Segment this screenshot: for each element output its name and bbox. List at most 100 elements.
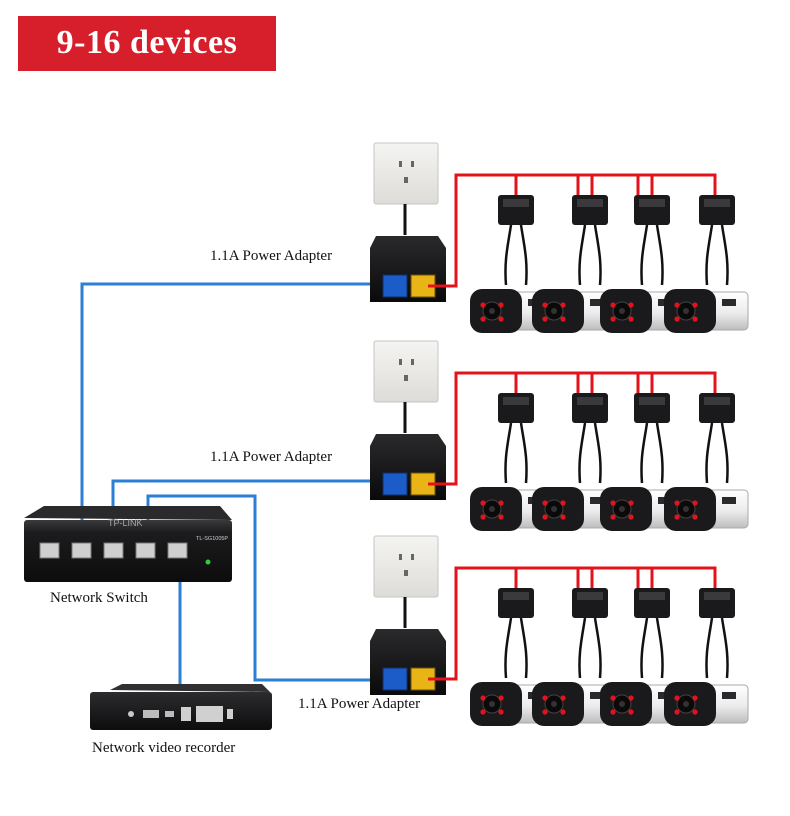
poe-splitter-2	[572, 588, 608, 679]
socket-plate	[373, 340, 439, 403]
ip-camera-4	[664, 682, 749, 726]
switch-model-text: TL-SG1005P	[196, 536, 228, 542]
poe-splitter-4	[699, 393, 735, 484]
poe-adapter	[370, 629, 446, 695]
camera-ir-led	[498, 514, 504, 520]
camera-ir-led	[560, 500, 566, 506]
camera-ir-led	[542, 316, 548, 322]
camera-ir-led	[560, 514, 566, 520]
camera-brand-badge	[722, 692, 736, 699]
power-socket	[373, 340, 439, 403]
switch-ports	[39, 542, 188, 559]
adapter-data-in-port	[382, 667, 408, 691]
poe-group-1	[370, 142, 749, 333]
camera-ir-led	[498, 709, 504, 715]
splitter-label	[503, 397, 529, 405]
camera-ir-led	[498, 316, 504, 322]
splitter-label	[503, 592, 529, 600]
camera-ir-led	[674, 302, 680, 308]
camera-ir-led	[692, 500, 698, 506]
splitter-cable	[640, 422, 649, 484]
camera-ir-led	[480, 514, 486, 520]
poe-bus-line	[428, 371, 717, 486]
splitter-cable	[504, 224, 513, 286]
camera-ir-led	[480, 316, 486, 322]
splitter-cable	[519, 422, 528, 484]
poe-bus-line	[428, 566, 717, 681]
splitter-cable	[720, 617, 729, 679]
camera-ir-led	[560, 302, 566, 308]
camera-ir-led	[692, 709, 698, 715]
camera-ir-led	[628, 316, 634, 322]
camera-lens-center	[489, 506, 495, 512]
camera-ir-led	[542, 514, 548, 520]
splitter-label	[577, 397, 603, 405]
socket-hole	[411, 359, 414, 365]
nvr-usb-port	[181, 707, 191, 721]
poe-splitter-2	[572, 195, 608, 286]
switch-power-led	[205, 559, 211, 565]
ip-camera-2	[532, 682, 617, 726]
data-cables	[80, 282, 386, 688]
splitter-cable	[720, 422, 729, 484]
nvr-audio-port	[128, 711, 134, 717]
camera-ir-led	[610, 514, 616, 520]
switch-label: Network Switch	[50, 590, 148, 606]
camera-brand-badge	[590, 497, 604, 504]
nvr-label: Network video recorder	[92, 740, 236, 756]
socket-hole	[411, 161, 414, 167]
camera-ir-led	[610, 500, 616, 506]
camera-ir-led	[480, 695, 486, 701]
network-video-recorder	[90, 684, 272, 730]
poe-splitter-2	[572, 393, 608, 484]
camera-ir-led	[480, 302, 486, 308]
splitter-cable	[578, 422, 587, 484]
poe-bus-line	[428, 173, 717, 288]
ip-camera-4	[664, 289, 749, 333]
splitter-cable	[655, 224, 664, 286]
adapter-label-3: 1.1A Power Adapter	[298, 696, 421, 712]
camera-lens-center	[683, 506, 689, 512]
poe-output-cable	[428, 371, 717, 486]
socket-hole	[404, 177, 408, 183]
nvr-top	[110, 684, 270, 692]
splitter-cable	[593, 224, 602, 286]
ip-camera-2	[532, 289, 617, 333]
poe-splitter-3	[634, 195, 670, 286]
camera-brand-badge	[590, 299, 604, 306]
camera-ir-led	[560, 695, 566, 701]
camera-lens-center	[551, 506, 557, 512]
camera-ir-led	[674, 316, 680, 322]
poe-splitter-3	[634, 588, 670, 679]
camera-lens-center	[619, 701, 625, 707]
camera-lens-center	[551, 308, 557, 314]
ip-camera-4	[664, 487, 749, 531]
poe-group-3	[370, 535, 749, 726]
adapter-label-2: 1.1A Power Adapter	[210, 449, 333, 465]
poe-splitter-3	[634, 393, 670, 484]
switch-port-3	[103, 542, 124, 559]
poe-group-2	[370, 340, 749, 531]
camera-ir-led	[560, 316, 566, 322]
camera-ir-led	[560, 709, 566, 715]
socket-hole	[404, 570, 408, 576]
camera-ir-led	[674, 709, 680, 715]
splitter-cable	[504, 422, 513, 484]
camera-lens-center	[619, 506, 625, 512]
title-banner: 9-16 devices	[18, 16, 276, 71]
switch-port-1	[39, 542, 60, 559]
camera-lens-center	[489, 308, 495, 314]
splitter-label	[577, 592, 603, 600]
socket-plate	[373, 535, 439, 598]
camera-ir-led	[692, 316, 698, 322]
splitter-cable	[705, 224, 714, 286]
socket-hole	[399, 554, 402, 560]
camera-lens-center	[683, 308, 689, 314]
splitter-cable	[640, 224, 649, 286]
splitter-label	[704, 199, 730, 207]
poe-groups	[370, 142, 749, 726]
camera-ir-led	[692, 514, 698, 520]
poe-output-cable	[428, 566, 717, 681]
socket-hole	[404, 375, 408, 381]
